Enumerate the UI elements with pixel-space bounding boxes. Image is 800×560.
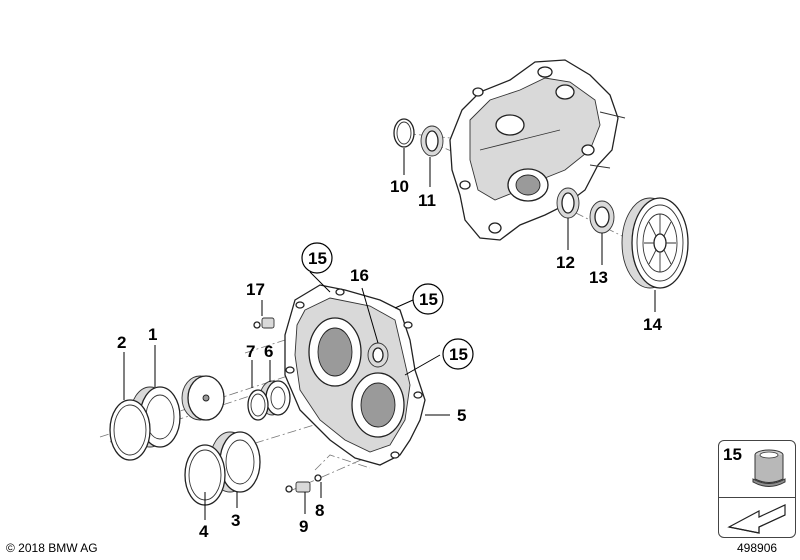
part-13-bearing — [589, 200, 615, 234]
callout-13: 13 — [589, 268, 608, 287]
callout-15-right: 15 — [419, 290, 438, 309]
part-5-housing-cover — [284, 284, 426, 466]
callout-5: 5 — [457, 406, 466, 425]
callout-9: 9 — [299, 517, 308, 536]
part-2-o-ring — [109, 399, 151, 461]
part-9-dowel-pin — [285, 481, 311, 493]
callout-16: 16 — [350, 266, 369, 285]
callout-3: 3 — [231, 511, 240, 530]
callout-6: 6 — [264, 342, 273, 361]
part-8-washer — [314, 474, 322, 482]
callout-15-lower: 15 — [449, 345, 468, 364]
part-10-o-ring — [393, 118, 415, 148]
callout-10: 10 — [390, 177, 409, 196]
callout-17: 17 — [246, 280, 265, 299]
part-14-belt-pulley — [621, 197, 689, 289]
callout-7: 7 — [246, 342, 255, 361]
callout-circles — [301, 242, 474, 370]
callout-15-top: 15 — [308, 249, 327, 268]
cover-plug — [181, 375, 225, 421]
legend-sleeve-icon — [752, 449, 786, 487]
copyright-text: © 2018 BMW AG — [6, 541, 98, 555]
part-17-dowel-sleeve — [253, 317, 275, 329]
callout-8: 8 — [315, 501, 324, 520]
callout-labels: 1 2 3 4 5 6 7 8 9 10 11 12 13 14 15 15 1… — [117, 177, 662, 541]
callout-4: 4 — [199, 522, 209, 541]
part-7-ring — [247, 389, 269, 421]
callout-11: 11 — [418, 191, 436, 210]
diagram-number: 498906 — [737, 541, 778, 555]
transmission-housing — [449, 59, 626, 241]
callout-2: 2 — [117, 333, 126, 352]
callout-14: 14 — [643, 315, 662, 334]
legend-arrow-icon — [727, 504, 786, 534]
leader-lines — [123, 148, 656, 520]
callout-12: 12 — [556, 253, 575, 272]
part-11-shaft-seal — [420, 125, 444, 157]
part-12-shaft-seal — [556, 187, 580, 219]
legend-part-number: 15 — [723, 445, 742, 464]
legend-box: 15 — [718, 440, 796, 538]
callout-1: 1 — [148, 325, 157, 344]
legend-divider — [719, 497, 795, 498]
part-16-seal-ring — [367, 342, 389, 368]
